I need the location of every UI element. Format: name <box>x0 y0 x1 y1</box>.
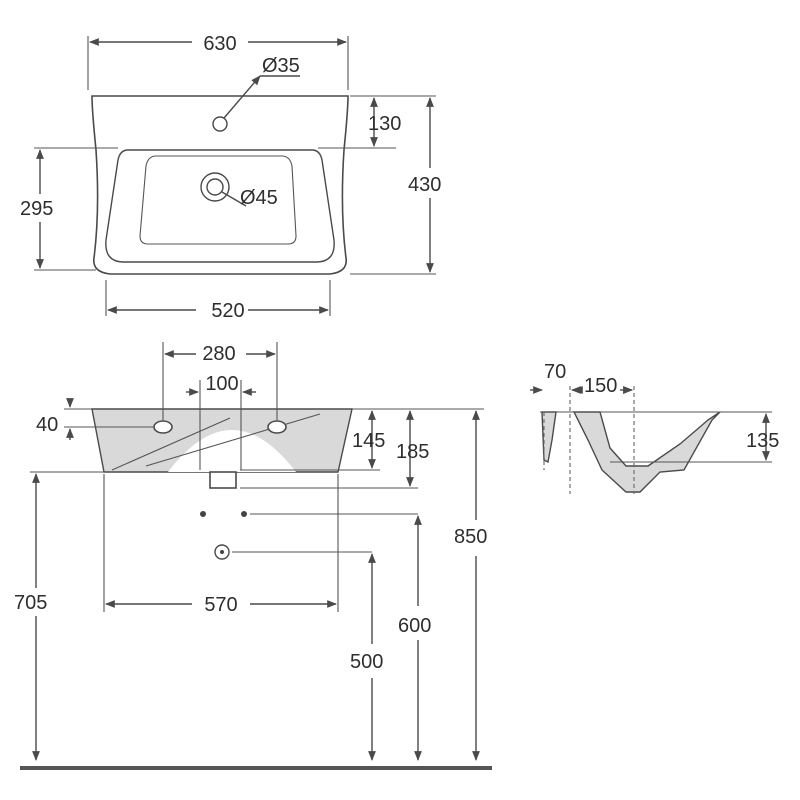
front-view: 280 100 40 145 185 850 705 <box>14 342 492 770</box>
dim-bottom-width: 570 <box>204 594 237 616</box>
mount-hole-left <box>153 420 173 434</box>
dim-depth-to-hole: 130 <box>368 113 401 135</box>
side-view: 70 150 135 <box>530 361 779 494</box>
dim-rim-height: 185 <box>396 441 429 463</box>
basin-side-profile <box>572 411 721 493</box>
tap-hole <box>212 116 228 132</box>
supply-left <box>200 511 206 517</box>
dim-wall-offset: 70 <box>544 361 566 383</box>
dim-tap-spacing: 100 <box>205 373 238 395</box>
dim-width-total: 630 <box>203 33 236 55</box>
dim-bowl-height: 145 <box>352 430 385 452</box>
dim-mount-spacing: 280 <box>202 343 235 365</box>
dim-drain: Ø45 <box>240 187 278 209</box>
dim-total-height: 850 <box>454 526 487 548</box>
drain-inner <box>206 178 224 196</box>
dim-waste-height: 500 <box>350 651 383 673</box>
top-view: 630 Ø35 130 430 295 Ø45 520 <box>20 33 441 322</box>
basin-outline-top <box>91 95 349 275</box>
dim-side-depth: 135 <box>746 430 779 452</box>
basin-bowl-outer <box>105 149 335 263</box>
dim-width-base: 520 <box>211 300 244 322</box>
dim-hole-height: 40 <box>36 414 58 436</box>
dim-floor-to-base: 705 <box>14 592 47 614</box>
drain-outer <box>200 172 230 202</box>
dim-supply-height: 600 <box>398 615 431 637</box>
waste-connection <box>214 544 230 560</box>
dim-depth-total: 430 <box>408 174 441 196</box>
dim-bowl-depth: 295 <box>20 198 53 220</box>
waste-outlet <box>209 471 237 489</box>
basin-bowl-inner <box>139 155 297 245</box>
dim-drain-offset: 150 <box>584 375 617 397</box>
supply-right <box>241 511 247 517</box>
dim-tap-hole: Ø35 <box>262 55 300 77</box>
mount-hole-right <box>267 420 287 434</box>
